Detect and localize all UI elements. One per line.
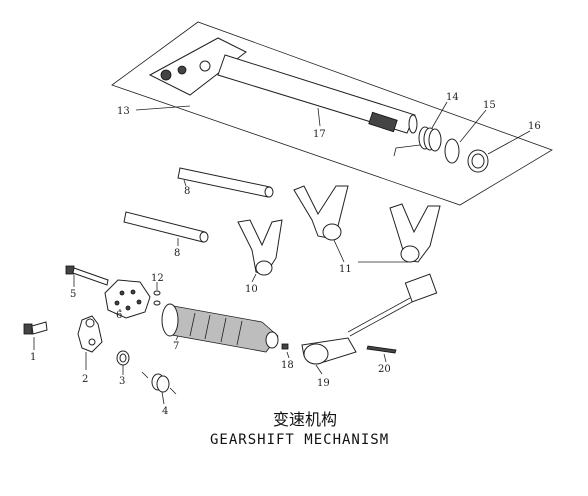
fork-shaft-lower xyxy=(123,211,209,243)
shift-fork-10 xyxy=(237,219,283,276)
circlip-16 xyxy=(467,149,489,173)
part-number-label: 17 xyxy=(313,129,326,140)
part-number-label: 7 xyxy=(173,341,179,352)
part-number-label: 2 xyxy=(82,374,88,385)
shift-fork-11a xyxy=(293,185,349,241)
pin-18 xyxy=(281,343,289,350)
part-number-label: 19 xyxy=(317,378,330,389)
part-number-label: 18 xyxy=(281,360,294,371)
part-number-label: 10 xyxy=(245,284,258,295)
shift-fork-11b xyxy=(389,203,441,263)
part-number-label: 4 xyxy=(162,406,168,417)
part-number-label: 20 xyxy=(378,364,391,375)
title-chinese: 变速机构 xyxy=(273,410,337,429)
pin-12 xyxy=(153,290,161,306)
part-number-label: 8 xyxy=(174,248,180,259)
part-number-label: 13 xyxy=(117,106,130,117)
part-numbers: 1 2 3 4 5 6 7 8 8 10 11 12 13 14 15 16 1… xyxy=(30,92,541,417)
cam-plate-6 xyxy=(104,279,151,319)
washer-3 xyxy=(116,350,130,366)
part-number-label: 3 xyxy=(119,376,125,387)
part-number-label: 12 xyxy=(151,273,164,284)
stopper-arm-2 xyxy=(77,315,103,353)
spring-4 xyxy=(141,371,177,395)
part-number-label: 14 xyxy=(446,92,459,103)
leader-lines xyxy=(33,101,531,405)
bolt-1 xyxy=(23,321,48,335)
fork-shaft-upper xyxy=(177,167,274,198)
part-number-label: 5 xyxy=(70,289,76,300)
title-english: GEARSHIFT MECHANISM xyxy=(210,432,389,448)
washer-15 xyxy=(444,138,460,164)
part-number-label: 6 xyxy=(116,310,122,321)
return-spring xyxy=(393,126,442,157)
shift-lever-19 xyxy=(301,273,438,365)
shift-shaft-assembly-frame xyxy=(111,21,553,206)
part-number-label: 11 xyxy=(339,264,352,275)
part-number-label: 15 xyxy=(483,100,496,111)
shift-drum-7 xyxy=(161,303,279,353)
part-number-label: 1 xyxy=(30,352,36,363)
part-number-label: 16 xyxy=(528,121,541,132)
pin-20 xyxy=(366,345,397,354)
shift-shaft xyxy=(148,37,418,134)
bolt-5 xyxy=(65,265,109,286)
part-number-label: 8 xyxy=(184,186,190,197)
